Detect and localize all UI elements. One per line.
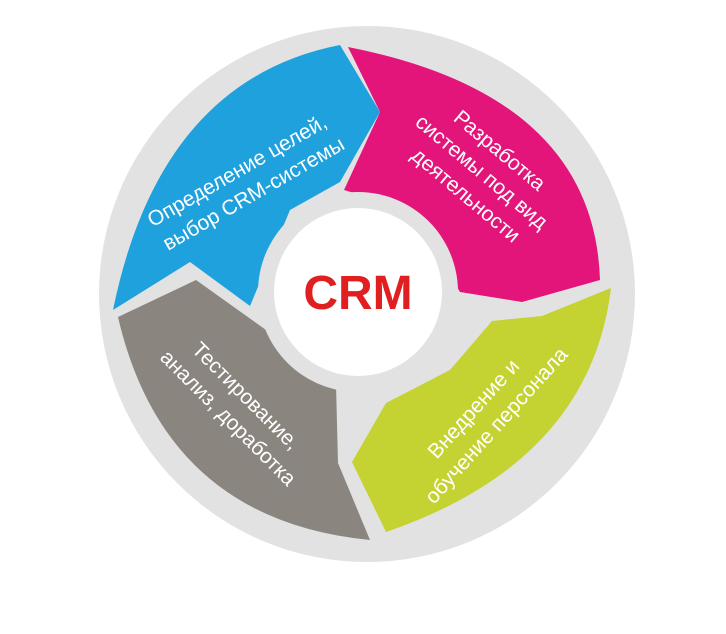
segment-testing xyxy=(118,280,370,540)
segment-goals xyxy=(113,45,380,310)
segment-development xyxy=(344,47,600,302)
center-label: CRM xyxy=(303,267,412,320)
center-hub xyxy=(274,208,442,376)
segment-implementation xyxy=(352,288,611,532)
